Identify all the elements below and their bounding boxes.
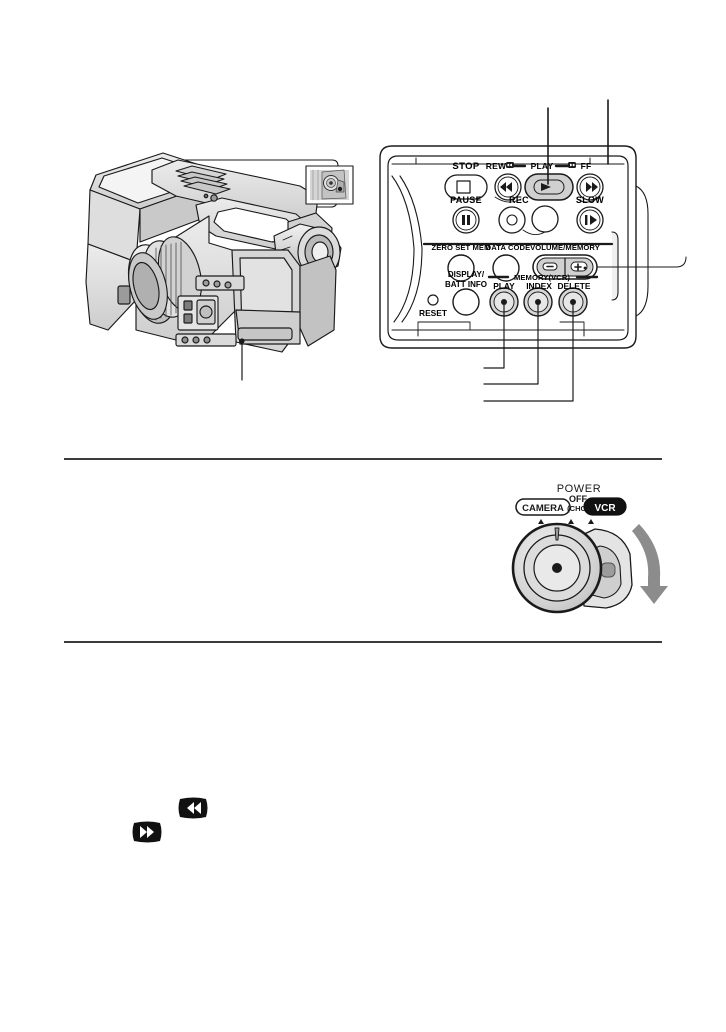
label-slow: SLOW	[576, 195, 604, 205]
display-memory-row	[427, 275, 599, 317]
label-rew: REW	[486, 161, 507, 171]
display-batt-info-button	[452, 288, 480, 316]
secondary-transport-row	[452, 205, 604, 235]
label-data-code: DATA CODE	[486, 243, 531, 252]
fast-forward-button-icon	[132, 821, 162, 843]
record-icon	[506, 214, 518, 226]
leader-line-mem-play	[483, 304, 505, 369]
rewind-button-icon	[178, 797, 208, 819]
label-mem-delete: DELETE	[557, 281, 590, 291]
leader-line-mem-delete	[483, 304, 574, 402]
power-position-camera: CAMERA	[515, 498, 571, 516]
power-position-vcr: VCR	[583, 497, 627, 516]
label-rec: REC	[509, 195, 529, 205]
label-display-line2: BATT INFO	[445, 280, 487, 289]
stop-icon	[456, 180, 471, 194]
lens-barrel	[127, 236, 203, 324]
label-volume-memory: VOLUME/MEMORY	[530, 243, 600, 252]
reset-button	[427, 294, 439, 306]
leader-line-mem-index	[483, 304, 539, 385]
play-icon	[541, 183, 551, 191]
zero-set-mem-button	[447, 254, 475, 282]
fast-forward-icon	[586, 182, 598, 192]
label-zero-set-mem: ZERO SET MEM	[432, 243, 491, 252]
power-label-vcr: VCR	[594, 503, 616, 514]
side-controls	[117, 275, 293, 347]
memory-controls-row	[447, 254, 598, 282]
power-label-camera: CAMERA	[522, 503, 564, 514]
section-rule-bottom	[64, 641, 662, 643]
transport-buttons-row	[444, 164, 604, 203]
power-label-off-chg: (CHG)	[567, 504, 589, 513]
leader-line-volume	[596, 256, 687, 268]
label-mem-index: INDEX	[526, 281, 552, 291]
power-position-off: OFF (CHG)	[567, 494, 589, 513]
rewind-icon	[500, 182, 512, 192]
power-dial-pointer	[554, 527, 560, 541]
label-play-transport: PLAY	[531, 161, 554, 171]
rew-inline-icon	[506, 162, 514, 168]
label-stop: STOP	[452, 161, 480, 172]
ff-inline-icon	[568, 162, 576, 168]
rotate-arrow	[632, 524, 668, 604]
power-position-ticks	[538, 519, 594, 524]
label-pause: PAUSE	[450, 195, 482, 205]
label-display-line1: DISPLAY/	[448, 270, 485, 279]
data-code-button	[492, 254, 520, 282]
pause-icon	[462, 215, 465, 225]
section-rule-top	[64, 458, 662, 460]
label-memory-vcr-group: MEMORY(VCR)	[514, 273, 570, 282]
power-label-off: OFF	[569, 494, 587, 504]
label-mem-play: PLAY	[493, 281, 515, 291]
label-reset: RESET	[419, 308, 448, 318]
power-title: POWER	[557, 483, 602, 495]
power-dial-center	[552, 563, 562, 573]
power-dial-callout-box	[305, 165, 354, 205]
slow-icon	[585, 215, 588, 225]
label-ff: FF	[581, 161, 592, 171]
